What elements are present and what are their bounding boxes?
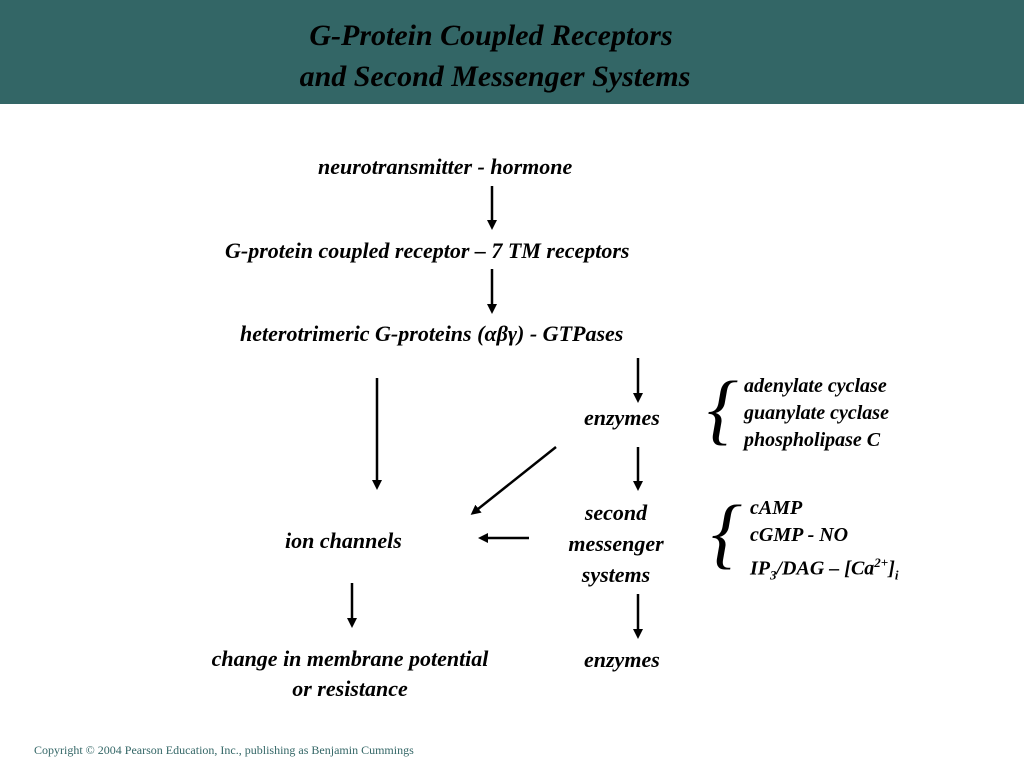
gprotein-greek: αβγ [484, 321, 518, 346]
second-messenger-line2: messenger [568, 531, 664, 556]
enzymes-bottom-label: enzymes [584, 647, 660, 672]
title-banner [0, 0, 1024, 104]
enzyme-item-adenylate-cyclase: adenylate cyclase [744, 375, 887, 397]
enzyme-list-brace: { [707, 365, 739, 452]
second-messenger-label: second messenger systems [552, 497, 680, 590]
slide-title-line2: and Second Messenger Systems [299, 60, 691, 93]
gprotein-label: heterotrimeric G-proteins (αβγ) - GTPase… [240, 321, 623, 347]
neurotransmitter-label: neurotransmitter - hormone [318, 154, 573, 179]
messenger-list: cAMP cGMP - NO IP3/DAG – [Ca2+]i [750, 495, 899, 589]
enzyme-item-phospholipase-c: phospholipase C [744, 429, 881, 451]
enzyme-item-guanylate-cyclase: guanylate cyclase [744, 402, 889, 424]
gprotein-prefix: heterotrimeric G-proteins ( [240, 321, 485, 346]
messenger-list-brace: { [711, 489, 743, 576]
receptor-label: G-protein coupled receptor – 7 TM recept… [225, 238, 630, 263]
second-messenger-line3: systems [581, 562, 651, 587]
arrow-enzymes-to-ion-channels [470, 446, 557, 515]
ion-channels-label: ion channels [285, 528, 402, 553]
membrane-change-line1: change in membrane potential [211, 646, 489, 671]
membrane-change-line2: or resistance [292, 676, 408, 701]
enzymes-top-label: enzymes [584, 405, 660, 430]
second-messenger-line1: second [584, 500, 648, 525]
copyright-notice: Copyright © 2004 Pearson Education, Inc.… [34, 743, 414, 757]
messenger-item-ip3-dag: IP3/DAG – [Ca2+]i [750, 555, 899, 583]
slide-title-line1: G-Protein Coupled Receptors [309, 19, 673, 52]
messenger-item-camp: cAMP [750, 497, 803, 519]
messenger-item-cgmp: cGMP - NO [750, 524, 849, 546]
membrane-change-label: change in membrane potential or resistan… [170, 644, 530, 704]
enzyme-list: adenylate cyclase guanylate cyclase phos… [744, 373, 889, 454]
gprotein-suffix: ) - GTPases [517, 321, 624, 346]
